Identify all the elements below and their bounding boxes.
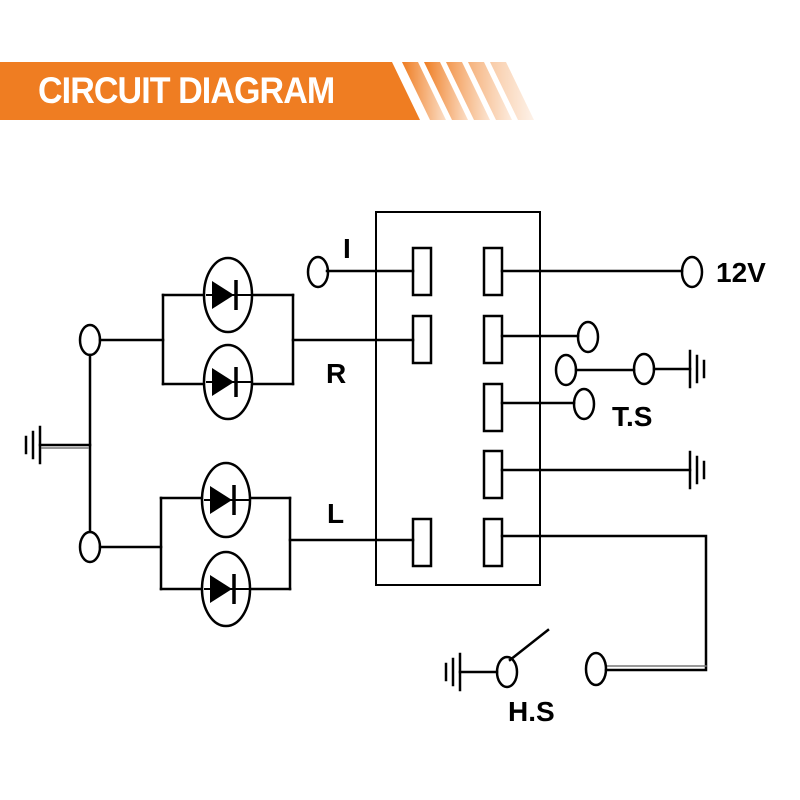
aux-ground-wire xyxy=(554,352,692,387)
terminal-ts xyxy=(482,382,504,433)
header-banner xyxy=(0,62,534,120)
banner-title: CIRCUIT DIAGRAM xyxy=(38,70,335,111)
diode-icon xyxy=(202,256,254,334)
terminal-flasher xyxy=(482,314,504,365)
label-12v: 12V xyxy=(716,257,766,288)
diode-icon xyxy=(200,461,252,539)
terminal-r xyxy=(411,314,433,365)
label-l: L xyxy=(327,498,344,529)
label-i: I xyxy=(343,233,351,264)
ground-icon xyxy=(688,450,706,490)
ground-icon xyxy=(688,349,706,389)
banner-stripes xyxy=(402,62,534,120)
flasher-output-wire xyxy=(500,320,600,354)
terminal-ground xyxy=(482,449,504,500)
label-r: R xyxy=(326,358,346,389)
terminal-12v xyxy=(482,246,504,297)
lower-diode-network xyxy=(98,496,415,591)
terminal-i xyxy=(411,246,433,297)
relay-box xyxy=(375,211,541,586)
label-ts: T.S xyxy=(612,401,652,432)
label-hs: H.S xyxy=(508,696,555,727)
terminal-l xyxy=(411,517,433,568)
terminal-hs xyxy=(482,517,504,568)
hs-wire xyxy=(500,534,708,687)
left-ground-bus xyxy=(38,323,102,564)
supply-12v-wire xyxy=(500,255,704,289)
ground-icon xyxy=(444,652,462,692)
ts-wire xyxy=(500,387,596,421)
i-input-wire xyxy=(306,255,415,289)
banner-bar xyxy=(0,62,420,120)
hazard-switch xyxy=(458,628,550,689)
diode-icon xyxy=(202,343,254,421)
ground-icon xyxy=(24,425,42,465)
diode-icon xyxy=(200,550,252,628)
upper-diode-network xyxy=(98,293,415,386)
